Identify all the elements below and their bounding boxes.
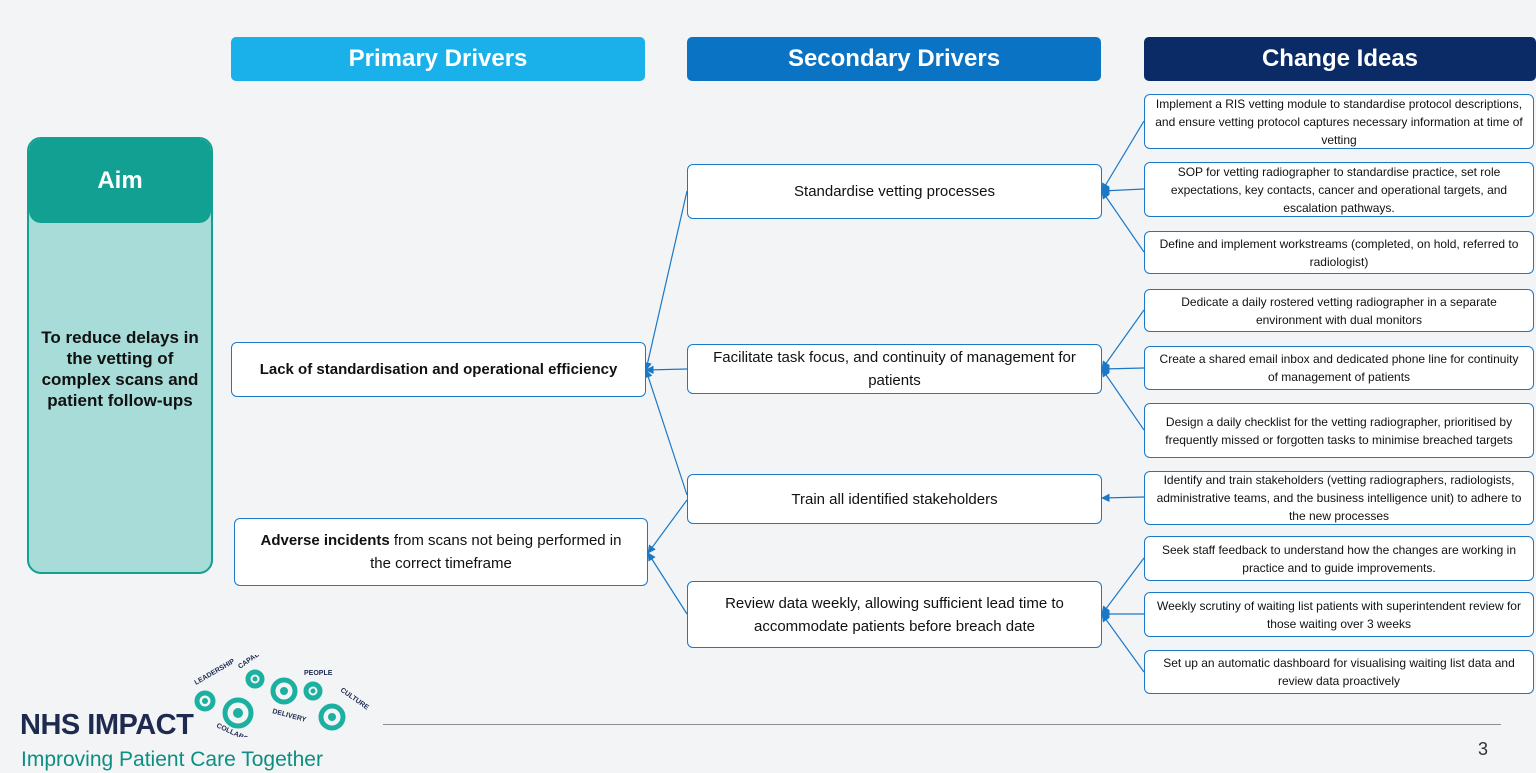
primary-driver-1-bold: Lack of standardisation and operational … (259, 361, 618, 378)
gear-word-delivery: DELIVERY (271, 708, 307, 724)
gears-icon: LEADERSHIP CAPABILITY PEOPLE CULTURE DEL… (194, 655, 371, 737)
connector-ch3-sec1 (1101, 190, 1145, 253)
aim-box: Aim To reduce delays in the vetting of c… (27, 137, 213, 574)
primary-driver-2-rest: from scans not being performed in the co… (370, 532, 622, 572)
secondary-driver-1: Standardise vetting processes (687, 164, 1102, 219)
connector-ch8-sec4 (1101, 557, 1145, 615)
gear-word-capability: CAPABILITY (237, 655, 275, 671)
connector-ch1-sec1 (1101, 120, 1145, 192)
connector-sec3-prim2 (647, 499, 688, 554)
connector-ch7-sec3 (1101, 493, 1145, 503)
secondary-driver-3: Train all identified stakeholders (687, 474, 1102, 524)
change-idea-9: Weekly scrutiny of waiting list patients… (1144, 592, 1534, 637)
header-change-ideas: Change Ideas (1144, 37, 1536, 81)
aim-title: Aim (29, 139, 211, 223)
change-idea-3: Define and implement workstreams (comple… (1144, 231, 1534, 274)
connector-sec3-prim1 (644, 369, 688, 496)
primary-driver-2-bold: Adverse incidents (260, 532, 390, 549)
connector-sec1-prim1 (643, 190, 688, 371)
header-primary-drivers: Primary Drivers (231, 37, 645, 81)
logo-name: NHS IMPACT (20, 709, 194, 741)
gear-word-leadership: LEADERSHIP (194, 658, 237, 687)
change-idea-6: Design a daily checklist for the vetting… (1144, 403, 1534, 458)
change-idea-10: Set up an automatic dashboard for visual… (1144, 650, 1534, 694)
change-idea-5: Create a shared email inbox and dedicate… (1144, 346, 1534, 390)
secondary-driver-4: Review data weekly, allowing sufficient … (687, 581, 1102, 648)
primary-driver-1: Lack of standardisation and operational … (231, 342, 646, 397)
primary-driver-2: Adverse incidents from scans not being p… (234, 518, 648, 586)
logo-tagline: Improving Patient Care Together (21, 748, 323, 771)
change-idea-7: Identify and train stakeholders (vetting… (1144, 471, 1534, 525)
connector-ch10-sec4 (1101, 613, 1145, 673)
gear-word-people: PEOPLE (304, 670, 333, 677)
header-secondary-drivers: Secondary Drivers (687, 37, 1101, 81)
connector-sec4-prim2 (647, 552, 688, 615)
connector-ch6-sec2 (1101, 368, 1145, 431)
gear-word-culture: CULTURE (339, 687, 370, 712)
connector-ch2-sec1 (1101, 186, 1145, 195)
change-idea-8: Seek staff feedback to understand how th… (1144, 536, 1534, 581)
change-idea-1: Implement a RIS vetting module to standa… (1144, 94, 1534, 149)
aim-text: To reduce delays in the vetting of compl… (41, 328, 199, 410)
footer-divider (383, 724, 1501, 725)
change-idea-2: SOP for vetting radiographer to standard… (1144, 162, 1534, 217)
nhs-impact-logo: LEADERSHIP CAPABILITY PEOPLE CULTURE DEL… (20, 655, 380, 773)
connector-ch5-sec2 (1101, 364, 1145, 374)
connector-ch4-sec2 (1101, 309, 1145, 370)
connector-sec2-prim1 (645, 365, 688, 375)
secondary-driver-2: Facilitate task focus, and continuity of… (687, 344, 1102, 394)
page-number: 3 (1478, 739, 1489, 759)
change-idea-4: Dedicate a daily rostered vetting radiog… (1144, 289, 1534, 332)
